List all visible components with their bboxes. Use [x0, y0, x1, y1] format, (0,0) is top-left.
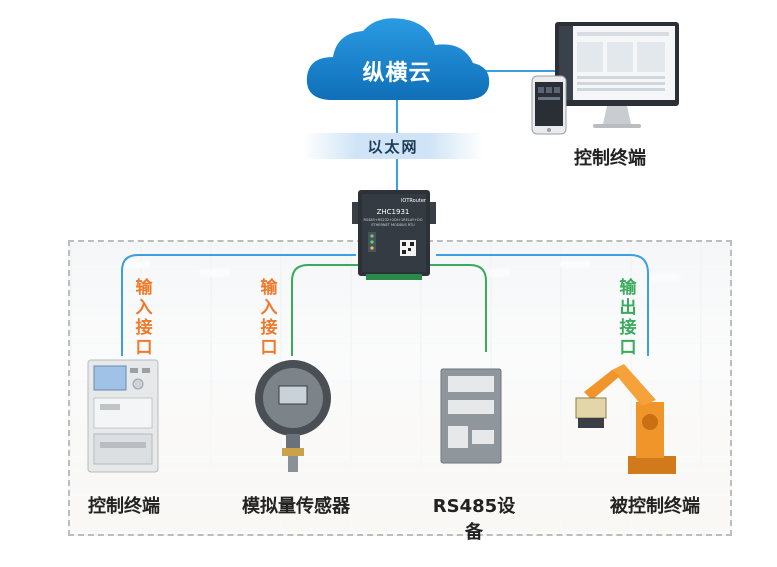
right-output-line: [436, 254, 649, 356]
left-input-line: [121, 254, 356, 356]
robot-arm-icon: [575, 364, 676, 474]
gateway-device-icon: [352, 190, 436, 280]
sensor-line: [291, 264, 370, 356]
warehouse-background: [68, 240, 732, 536]
ethernet-label: 以太网: [367, 138, 419, 156]
ethernet-band: [303, 133, 483, 159]
device-label-analog-sensor: 模拟量传感器: [242, 496, 350, 517]
gateway-spec-line-2: ETHERNET MODBUS RTU: [371, 223, 415, 227]
rs485-device-icon: [440, 368, 502, 464]
cloud-label: 纵横云: [362, 61, 432, 86]
input-interface-label: 输 入 接 口: [135, 278, 153, 358]
device-label-control-terminal: 控制终端: [88, 496, 160, 517]
control-terminal-label: 控制终端: [574, 148, 646, 169]
ceiling-light: [200, 270, 230, 275]
smartphone-icon: [531, 75, 567, 135]
gateway-brand: IOTRouter: [400, 198, 426, 204]
device-label-controlled-terminal: 被控制终端: [610, 496, 700, 517]
pressure-sensor-icon: [255, 360, 331, 472]
cloud-icon: [306, 18, 490, 101]
rs485-line: [424, 264, 487, 352]
ceiling-light: [480, 270, 510, 275]
ceiling-light: [650, 275, 680, 280]
ceiling-light: [120, 262, 150, 267]
input-interface-label: 输 入 接 口: [260, 278, 278, 358]
desktop-monitor-icon: [555, 22, 679, 128]
output-interface-label: 输 出 接 口: [619, 278, 637, 358]
gateway-model: ZHC1931: [376, 208, 410, 216]
device-label-rs485: RS485设备: [432, 496, 516, 543]
ceiling-light: [560, 262, 590, 267]
meter-device-icon: [87, 359, 159, 473]
gateway-spec-line-1: RS485+RS232+2DI+1RELAY+DO: [363, 218, 423, 222]
